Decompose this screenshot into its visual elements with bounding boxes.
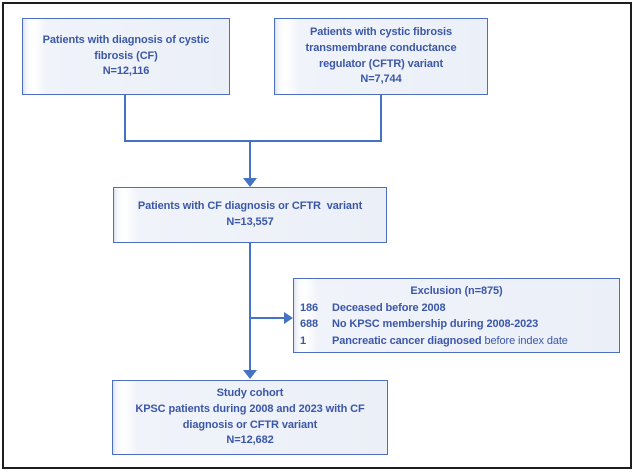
exclusion-row: 1 Pancreatic cancer diagnosed before ind… xyxy=(300,333,613,350)
box-combined-cohort-text: Patients with CF diagnosis or CFTR varia… xyxy=(137,200,363,228)
exclusion-row-text: Deceased before 2008 xyxy=(332,301,446,314)
exclusion-row-text: Pancreatic cancer diagnosed xyxy=(332,334,482,347)
connector-cf-stub xyxy=(124,95,126,142)
box-cf-diagnosis: Patients with diagnosis of cystic fibros… xyxy=(22,18,230,95)
box-cftr-variant-text: Patients with cystic fibrosis transmembr… xyxy=(305,25,457,86)
exclusion-row: 688 No KPSC membership during 2008-2023 xyxy=(300,316,613,333)
arrowhead-down-cohort-icon xyxy=(243,370,257,379)
connector-cftr-stub xyxy=(380,95,382,142)
exclusion-title: Exclusion (n=875) xyxy=(410,285,503,297)
connector-to-cohort xyxy=(249,243,251,371)
exclusion-row-count: 1 xyxy=(300,334,307,347)
arrowhead-right-exclusion-icon xyxy=(284,312,293,324)
connector-to-combined xyxy=(249,140,251,178)
box-cf-diagnosis-text: Patients with diagnosis of cystic fibros… xyxy=(42,33,210,78)
exclusion-row: 186 Deceased before 2008 xyxy=(300,300,613,317)
exclusion-row-text-light: before index date xyxy=(484,334,568,347)
exclusion-row-count: 688 xyxy=(300,318,319,330)
box-study-cohort: Study cohort KPSC patients during 2008 a… xyxy=(112,380,388,455)
connector-join-horizontal xyxy=(124,140,382,142)
arrowhead-down-combined-icon xyxy=(243,178,257,187)
box-study-cohort-text: Study cohort KPSC patients during 2008 a… xyxy=(135,386,365,447)
exclusion-row-count: 186 xyxy=(300,301,319,314)
box-exclusion: Exclusion (n=875) 186 Deceased before 20… xyxy=(293,278,620,353)
figure-border xyxy=(2,2,632,469)
box-combined-cohort: Patients with CF diagnosis or CFTR varia… xyxy=(113,187,387,243)
exclusion-row-text: No KPSC membership during 2008-2023 xyxy=(332,318,539,330)
connector-exclusion-branch xyxy=(249,317,285,319)
box-cftr-variant: Patients with cystic fibrosis transmembr… xyxy=(274,18,488,95)
